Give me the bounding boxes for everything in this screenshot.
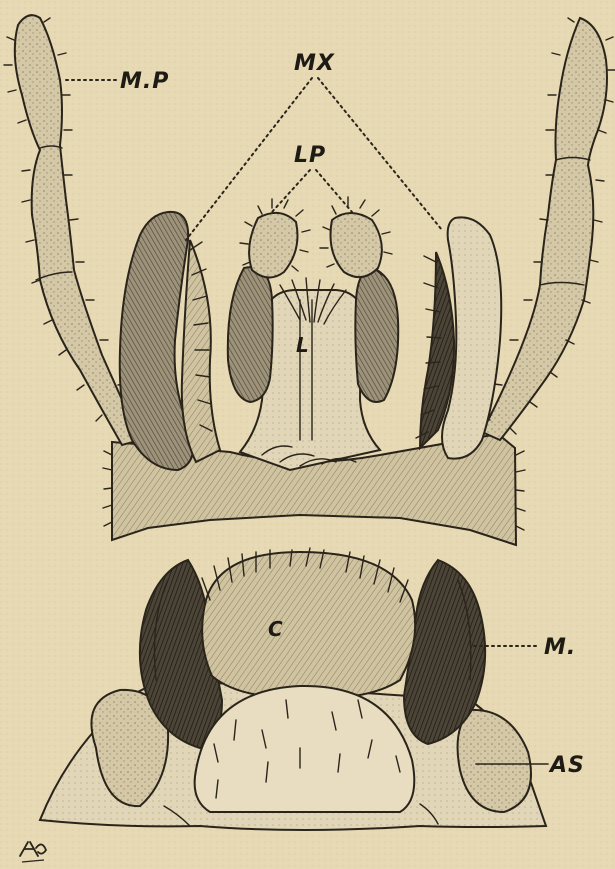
label-labial-palp: LP — [294, 143, 326, 168]
label-clypeus: C — [268, 617, 284, 641]
label-maxillary-palp: M.P — [120, 69, 169, 94]
label-mandible: M. — [544, 635, 576, 660]
label-maxillae: MX — [294, 51, 335, 76]
label-labium: L — [296, 333, 310, 357]
clypeus — [202, 552, 415, 698]
label-anterior-segment: AS — [548, 753, 585, 778]
